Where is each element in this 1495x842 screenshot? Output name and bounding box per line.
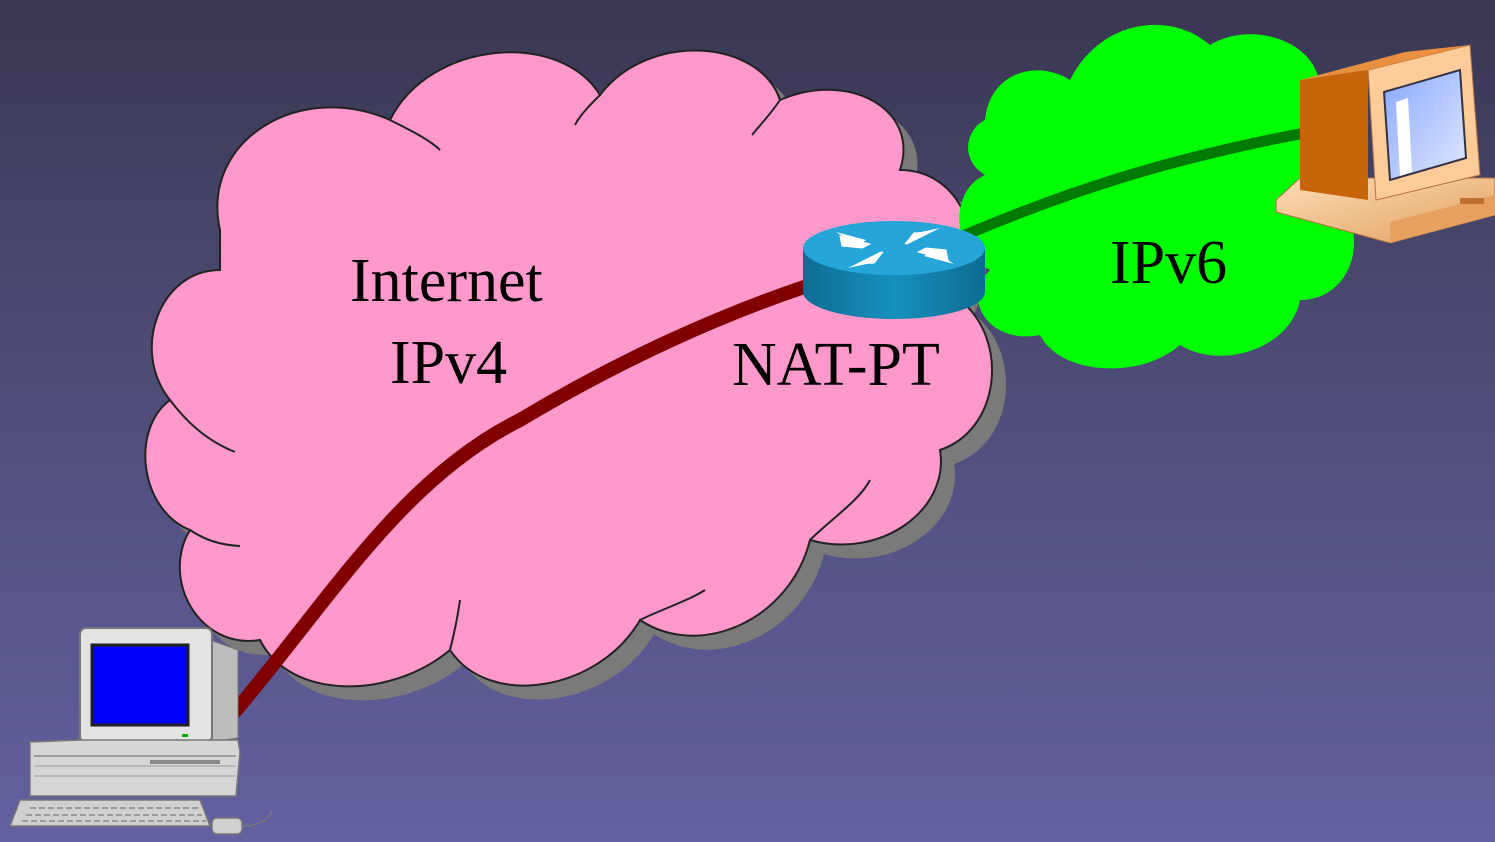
desktop-computer-icon — [8, 627, 273, 835]
cloud-lobe-line — [574, 94, 601, 126]
cloud-lobe-line — [389, 119, 441, 151]
cloud-lobe-line — [189, 529, 241, 547]
ipv6-label: IPv6 — [1110, 229, 1228, 297]
router-icon — [803, 221, 985, 319]
ipv6-link — [962, 126, 1312, 241]
cloud-lobe-line — [449, 599, 461, 651]
computer-monitor-icon — [1275, 44, 1495, 244]
internet-cloud — [144, 49, 993, 688]
ipv4-link — [226, 278, 813, 720]
nat-pt-label: NAT-PT — [732, 331, 940, 399]
cloud-lobe-line — [169, 399, 236, 453]
cloud-lobe-line — [809, 479, 871, 541]
ipv4-label: IPv4 — [390, 329, 508, 397]
internet-label: Internet — [350, 247, 543, 315]
ipv6-cloud — [959, 24, 1358, 369]
cloud-lobe-line — [639, 589, 706, 621]
cloud-lobe-line — [751, 99, 781, 136]
